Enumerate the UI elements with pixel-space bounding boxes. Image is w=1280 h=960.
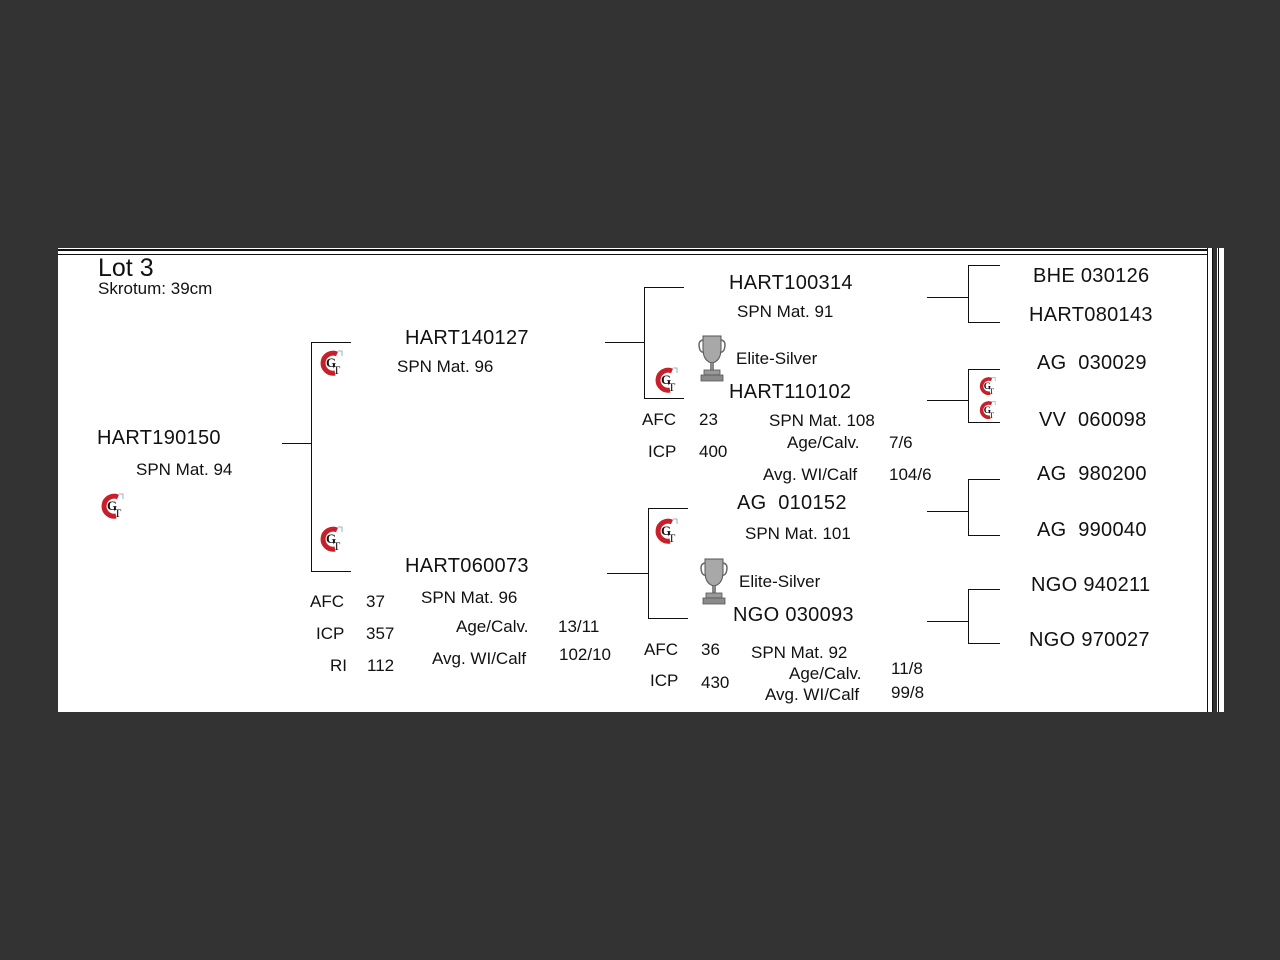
afc-label: AFC — [310, 592, 344, 611]
connector — [968, 422, 1000, 423]
connector — [648, 618, 688, 619]
icp-label: ICP — [650, 671, 679, 690]
gt-logo-icon — [653, 366, 681, 394]
ri-value: 112 — [367, 656, 395, 675]
age-label: Age/Calv. — [787, 433, 860, 452]
connector — [605, 342, 644, 343]
age-value: 7/6 — [889, 433, 913, 452]
connector — [311, 342, 312, 572]
connector — [644, 287, 645, 399]
connector — [644, 287, 684, 288]
gen4-ancestor: HART080143 — [1029, 304, 1153, 326]
afc-value: 23 — [699, 410, 718, 429]
animal-id: HART190150 — [97, 427, 221, 449]
connector — [968, 265, 1000, 266]
wi-label: Avg. WI/Calf — [763, 465, 858, 484]
connector — [927, 297, 968, 298]
connector — [968, 535, 1000, 536]
icp-value: 357 — [366, 624, 395, 643]
gen4-ancestor: AG 990040 — [1037, 519, 1147, 541]
sire-spn: SPN Mat. 96 — [397, 357, 494, 376]
wi-value: 99/8 — [891, 683, 925, 702]
afc-label: AFC — [644, 640, 678, 659]
connector — [968, 589, 969, 644]
gen4-ancestor: NGO 970027 — [1029, 629, 1150, 651]
age-value: 11/8 — [891, 659, 923, 678]
icp-value: 400 — [699, 442, 728, 461]
connector — [968, 265, 969, 323]
connector — [927, 400, 968, 401]
sire-dam-spn: SPN Mat. 108 — [769, 411, 875, 430]
gen4-ancestor: AG 980200 — [1037, 463, 1147, 485]
connector — [311, 571, 351, 572]
border-top-inner — [58, 254, 1208, 255]
gt-logo-icon — [978, 399, 998, 421]
afc-value: 36 — [701, 640, 720, 659]
gt-logo-icon — [653, 517, 681, 545]
animal-spn: SPN Mat. 94 — [136, 460, 233, 479]
award-label: Elite-Silver — [739, 572, 821, 591]
gt-logo-icon — [99, 492, 127, 520]
next-border — [1218, 248, 1219, 712]
connector — [927, 621, 968, 622]
icp-value: 430 — [701, 673, 730, 692]
dam-id: HART060073 — [405, 555, 529, 577]
ri-label: RI — [330, 656, 347, 675]
gen4-ancestor: BHE 030126 — [1033, 265, 1150, 287]
age-value: 13/11 — [558, 617, 600, 636]
connector — [644, 398, 684, 399]
sire-id: HART140127 — [405, 327, 529, 349]
icp-label: ICP — [316, 624, 345, 643]
border-top — [58, 249, 1208, 251]
border-right — [1207, 248, 1208, 712]
sire-sire-spn: SPN Mat. 91 — [737, 302, 834, 321]
dam-sire-id: AG 010152 — [737, 492, 847, 514]
afc-value: 37 — [366, 592, 385, 611]
gen4-ancestor: AG 030029 — [1037, 352, 1147, 374]
wi-label: Avg. WI/Calf — [765, 685, 860, 704]
gt-logo-icon — [318, 525, 346, 553]
icp-label: ICP — [648, 442, 677, 461]
award-label: Elite-Silver — [736, 349, 818, 368]
connector — [311, 342, 351, 343]
dam-spn: SPN Mat. 96 — [421, 588, 518, 607]
skrotum: Skrotum: 39cm — [98, 279, 213, 298]
connector — [607, 573, 648, 574]
wi-label: Avg. WI/Calf — [432, 649, 527, 668]
connector — [968, 589, 1000, 590]
connector — [927, 511, 968, 512]
connector — [968, 479, 969, 536]
sire-dam-id: HART110102 — [729, 381, 852, 403]
connector — [648, 508, 688, 509]
age-label: Age/Calv. — [456, 617, 529, 636]
dam-sire-spn: SPN Mat. 101 — [745, 524, 851, 543]
connector — [648, 508, 649, 619]
dam-dam-id: NGO 030093 — [733, 604, 854, 626]
gt-logo-icon — [978, 375, 998, 397]
gen4-ancestor: NGO 940211 — [1031, 574, 1151, 596]
border-right-inner — [1212, 248, 1213, 712]
border-gap — [1208, 248, 1212, 712]
trophy-icon — [697, 333, 727, 383]
wi-value: 102/10 — [559, 645, 611, 664]
connector — [968, 479, 1000, 480]
gt-logo-icon — [318, 349, 346, 377]
sire-sire-id: HART100314 — [729, 272, 853, 294]
age-label: Age/Calv. — [789, 664, 862, 683]
dam-dam-spn: SPN Mat. 92 — [751, 643, 848, 662]
connector — [968, 643, 1000, 644]
gen4-ancestor: VV 060098 — [1039, 409, 1147, 431]
wi-value: 104/6 — [889, 465, 932, 484]
connector — [968, 369, 969, 423]
lot-title: Lot 3 — [98, 254, 154, 282]
connector — [968, 369, 1000, 370]
trophy-icon — [699, 556, 729, 606]
pedigree-sheet — [58, 248, 1224, 712]
afc-label: AFC — [642, 410, 676, 429]
connector — [968, 322, 1000, 323]
page-gap — [1213, 248, 1217, 712]
connector — [282, 443, 311, 444]
